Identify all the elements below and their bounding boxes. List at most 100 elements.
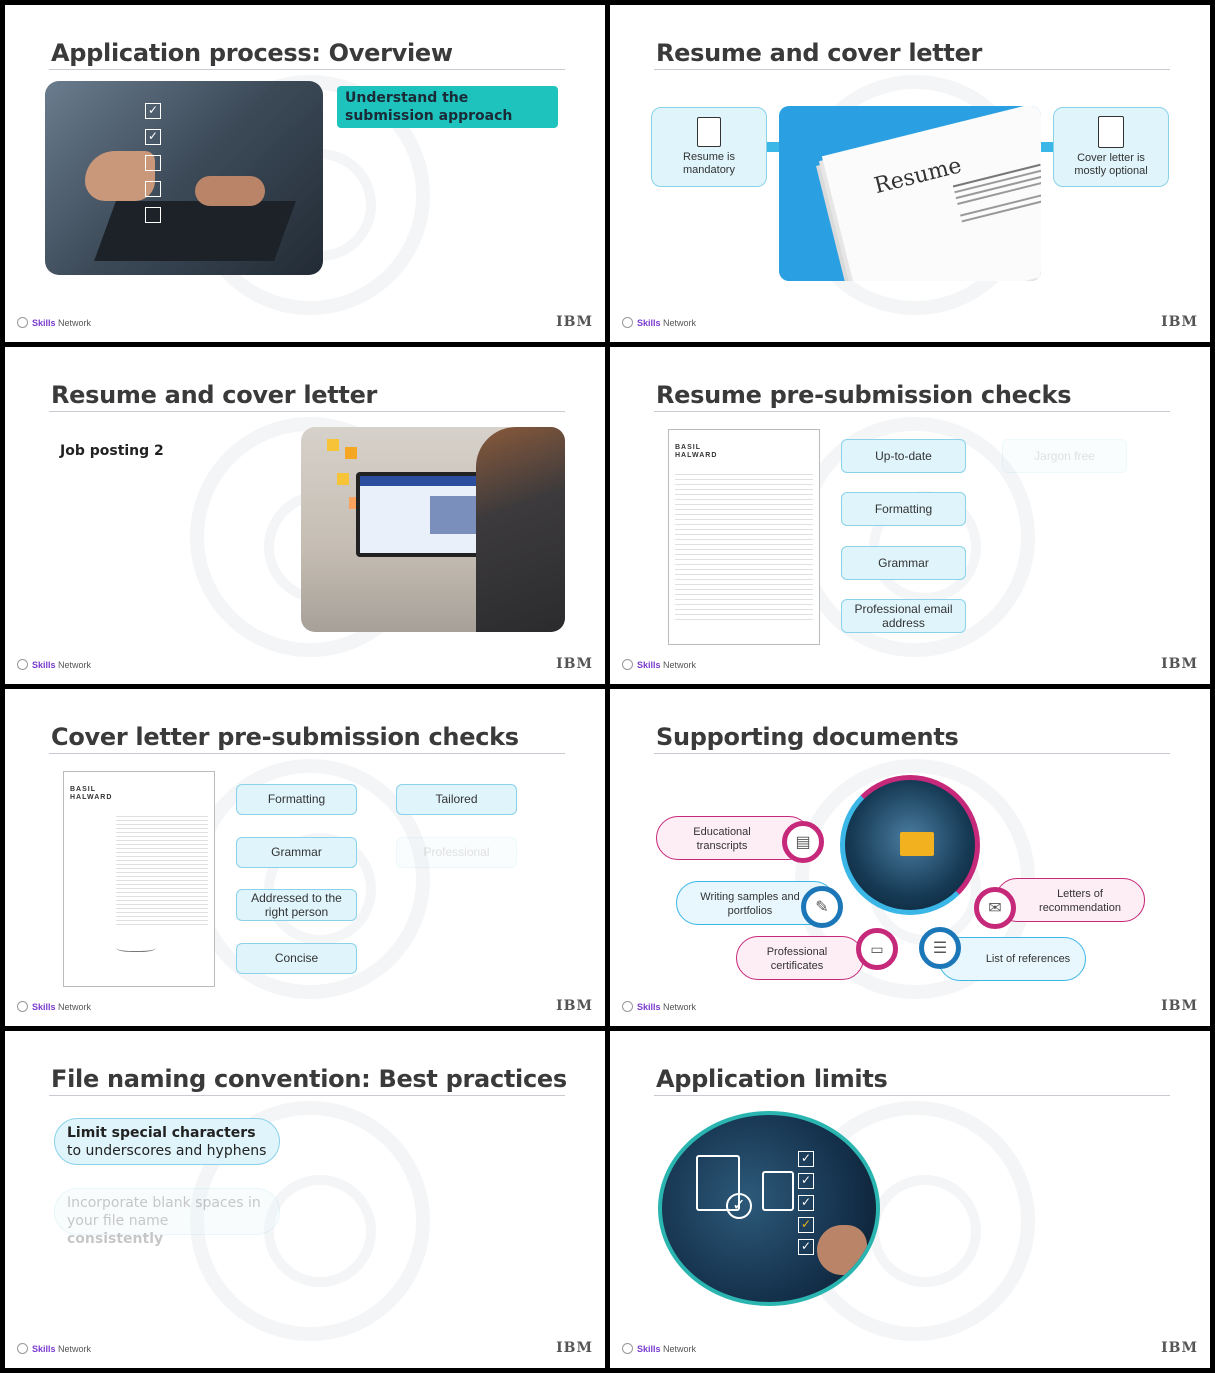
list-icon: ☰ — [932, 940, 948, 957]
slide-title: Resume pre-submission checks — [656, 381, 1072, 409]
network-icon — [622, 659, 633, 670]
skills-network-logo: Skills Network — [17, 659, 91, 670]
check-concise: Concise — [236, 943, 357, 974]
slide-title: Cover letter pre-submission checks — [51, 723, 519, 751]
slide-title: Application process: Overview — [51, 39, 453, 67]
ibm-logo: IBM — [1161, 314, 1198, 330]
slide-supporting-documents[interactable]: Supporting documents Educational transcr… — [610, 689, 1210, 1026]
documents-icon — [762, 1171, 794, 1211]
title-rule — [654, 1095, 1170, 1096]
network-icon — [622, 1343, 633, 1354]
document-icon: ▤ — [795, 834, 811, 851]
checkbox-checked-icon: ✓ — [798, 1195, 814, 1211]
pill-limit-special-characters: Limit special characters to underscores … — [54, 1118, 280, 1165]
signed-letter-icon — [1098, 115, 1124, 148]
title-rule — [49, 753, 565, 754]
item-professional-certificates: Professional certificates — [736, 936, 864, 980]
ibm-logo: IBM — [1161, 656, 1198, 672]
network-icon — [622, 317, 633, 328]
checkbox-checked-icon: ✓ — [798, 1239, 814, 1255]
skills-network-logo: Skills Network — [17, 1343, 91, 1354]
slide-title: Supporting documents — [656, 723, 959, 751]
check-up-to-date: Up-to-date — [841, 439, 966, 473]
skills-network-logo: Skills Network — [622, 1343, 696, 1354]
resume-photo: Resume — [779, 106, 1041, 281]
title-rule — [654, 753, 1170, 754]
signature — [116, 942, 156, 952]
slide-application-overview[interactable]: Application process: Overview ✓ ✓ Unders… — [5, 5, 605, 342]
skills-network-logo: Skills Network — [622, 1001, 696, 1012]
slide-title: File naming convention: Best practices — [51, 1065, 567, 1093]
checkbox-empty-icon — [145, 181, 161, 197]
item-letters-of-recommendation: Letters of recommendation — [995, 878, 1145, 922]
network-icon — [17, 317, 28, 328]
network-icon — [17, 1001, 28, 1012]
job-posting-label: Job posting 2 — [60, 443, 164, 459]
portfolio-icon-circle: ✎ — [801, 886, 843, 928]
checkbox-checked-icon: ✓ — [145, 129, 161, 145]
skills-network-logo: Skills Network — [622, 317, 696, 328]
checkbox-empty-icon — [145, 155, 161, 171]
digital-folder-photo — [840, 775, 980, 915]
checkbox-empty-icon — [145, 207, 161, 223]
check-professional: Professional — [396, 837, 517, 868]
network-icon — [622, 1001, 633, 1012]
skills-network-logo: Skills Network — [17, 317, 91, 328]
check-grammar: Grammar — [236, 837, 357, 868]
checkbox-checked-icon: ✓ — [145, 103, 161, 119]
slide-job-posting[interactable]: Resume and cover letter Job posting 2 Sk… — [5, 347, 605, 684]
ibm-logo: IBM — [556, 314, 593, 330]
check-formatting: Formatting — [236, 784, 357, 815]
certificate-icon: ▭ — [870, 940, 884, 957]
slide-cover-letter-checks[interactable]: Cover letter pre-submission checks BASIL… — [5, 689, 605, 1026]
skills-network-logo: Skills Network — [622, 659, 696, 670]
documents-icon — [696, 1155, 740, 1211]
check-circle-icon: ✓ — [726, 1193, 752, 1219]
folder-icon — [900, 832, 934, 856]
slide-file-naming[interactable]: File naming convention: Best practices L… — [5, 1031, 605, 1368]
title-rule — [654, 69, 1170, 70]
checklist-laptop-photo: ✓ ✓ — [45, 81, 323, 275]
ibm-logo: IBM — [556, 1340, 593, 1356]
slide-title: Resume and cover letter — [656, 39, 983, 67]
cover-letter-thumbnail: BASIL HALWARD — [63, 771, 215, 987]
resume-thumbnail: BASIL HALWARD — [668, 429, 820, 645]
document-checklist-photo: ✓ ✓ ✓ ✓ ✓ ✓ — [658, 1111, 880, 1306]
slide-resume-checks[interactable]: Resume pre-submission checks BASIL HALWA… — [610, 347, 1210, 684]
ibm-logo: IBM — [556, 998, 593, 1014]
title-rule — [49, 69, 565, 70]
network-icon — [17, 1343, 28, 1354]
cover-letter-box: Cover letter is mostly optional — [1053, 107, 1169, 187]
ibm-logo: IBM — [1161, 1340, 1198, 1356]
slide-resume-cover-letter[interactable]: Resume and cover letter Resume is mandat… — [610, 5, 1210, 342]
check-addressed-right-person: Addressed to the right person — [236, 889, 357, 921]
transcript-icon-circle: ▤ — [782, 821, 824, 863]
check-grammar: Grammar — [841, 546, 966, 580]
certificate-icon-circle: ▭ — [856, 928, 898, 970]
item-writing-samples: Writing samples and portfolios — [676, 881, 836, 925]
title-rule — [49, 1095, 565, 1096]
title-rule — [49, 411, 565, 412]
slide-application-limits[interactable]: Application limits ✓ ✓ ✓ ✓ ✓ ✓ Skills Ne… — [610, 1031, 1210, 1368]
check-tailored: Tailored — [396, 784, 517, 815]
envelope-icon: ✉ — [988, 900, 1002, 917]
checkbox-checked-icon: ✓ — [798, 1173, 814, 1189]
check-professional-email: Professional email address — [841, 599, 966, 633]
pencil-icon: ✎ — [815, 899, 829, 916]
skills-network-logo: Skills Network — [17, 1001, 91, 1012]
check-jargon-free: Jargon free — [1002, 439, 1127, 473]
ibm-logo: IBM — [556, 656, 593, 672]
letter-icon-circle: ✉ — [974, 887, 1016, 929]
slide-title: Resume and cover letter — [51, 381, 378, 409]
pill-blank-spaces: Incorporate blank spaces in your file na… — [54, 1188, 280, 1247]
checkbox-checked-icon: ✓ — [798, 1217, 814, 1233]
resume-document-icon — [697, 116, 721, 147]
ibm-logo: IBM — [1161, 998, 1198, 1014]
checkbox-checked-icon: ✓ — [798, 1151, 814, 1167]
references-icon-circle: ☰ — [919, 927, 961, 969]
slide-title: Application limits — [656, 1065, 888, 1093]
check-formatting: Formatting — [841, 492, 966, 526]
title-rule — [654, 411, 1170, 412]
item-list-of-references: List of references — [938, 937, 1086, 981]
submission-callout: Understand the submission approach — [337, 86, 558, 128]
